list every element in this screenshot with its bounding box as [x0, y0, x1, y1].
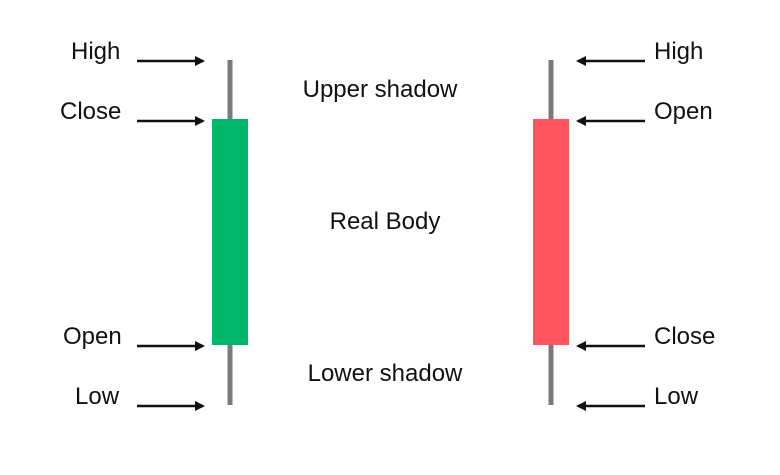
- bullish-high-label: High: [71, 38, 120, 65]
- bearish-open-label: Open: [654, 98, 713, 125]
- real-body-label: Real Body: [330, 208, 441, 235]
- bearish-body: [533, 119, 569, 345]
- bullish-candle: [212, 60, 248, 405]
- bearish-arrows: [576, 56, 645, 411]
- bearish-low-label: Low: [654, 383, 699, 410]
- bearish-close-label: Close: [654, 323, 715, 350]
- bullish-body: [212, 119, 248, 345]
- lower-shadow-label: Lower shadow: [308, 360, 463, 387]
- bearish-high-label: High: [654, 38, 703, 65]
- bullish-low-label: Low: [75, 383, 120, 410]
- bullish-arrows: [137, 56, 205, 411]
- bullish-open-label: Open: [63, 323, 122, 350]
- bearish-candle: [533, 60, 569, 405]
- upper-shadow-label: Upper shadow: [303, 76, 458, 103]
- bullish-close-label: Close: [60, 98, 121, 125]
